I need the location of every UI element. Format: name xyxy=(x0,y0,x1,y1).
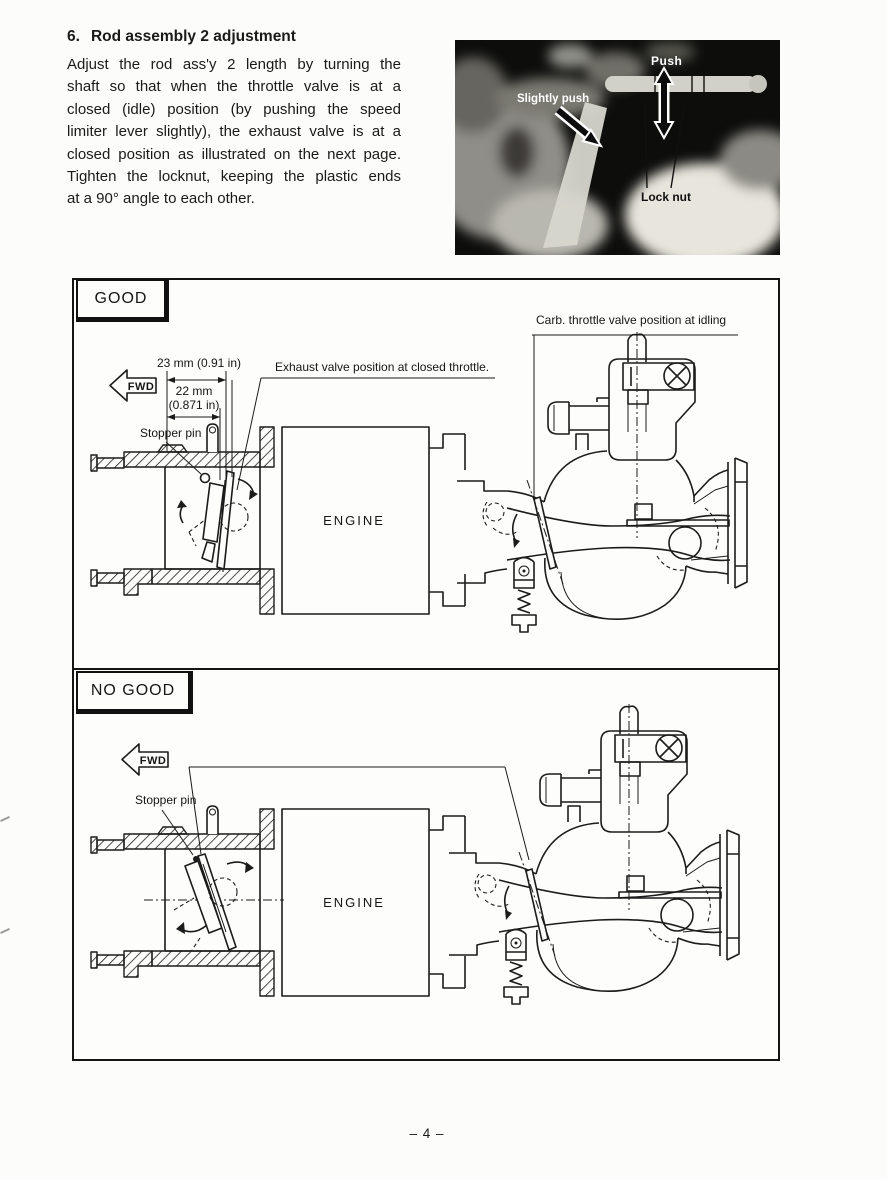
adjustment-photo: Push Slightly push Lock nut xyxy=(455,40,780,255)
good-stopper-pin-callout: Stopper pin xyxy=(140,426,201,475)
engine-label: ENGINE xyxy=(323,513,385,528)
section-body: Adjust the rod ass'y 2 length by turning… xyxy=(67,54,401,211)
body-line: closed position as illustrated on the ne… xyxy=(67,145,401,163)
body-line: closed (idle) position (by pushing the s… xyxy=(67,100,401,118)
slightly-push-label: Slightly push xyxy=(517,93,589,105)
lock-nut-label: Lock nut xyxy=(641,190,691,204)
carb-callout-label: Carb. throttle valve position at idling xyxy=(536,313,726,327)
good-carburetor-drawing xyxy=(456,331,748,633)
dimension-23mm: 23 mm (0.91 in) xyxy=(157,356,241,477)
slightly-push-arrow-icon xyxy=(554,105,604,148)
engine-label: ENGINE xyxy=(323,895,385,910)
stopper-pin-label: Stopper pin xyxy=(140,426,201,440)
no-good-fwd-arrow: FWD xyxy=(121,743,169,776)
body-line: at a 90° angle to each other. xyxy=(67,190,255,208)
dimension-22mm: 22 mm (0.871 in) xyxy=(167,384,221,480)
no-good-stopper-pin-callout: Stopper pin xyxy=(135,793,196,856)
fwd-label: FWD xyxy=(140,755,167,767)
no-good-exhaust-engine-drawing xyxy=(90,805,466,997)
good-exhaust-valve xyxy=(177,470,258,572)
no-good-leader-lines xyxy=(188,766,530,861)
page-number: – 4 – xyxy=(409,1126,445,1141)
dimension-23mm-label: 23 mm (0.91 in) xyxy=(157,356,241,370)
lock-nut-pointer-lines xyxy=(644,105,685,189)
good-panel: FWD 23 mm (0.91 in) 22 mm (0.871 in) xyxy=(74,280,778,670)
dimension-22mm-label-1: 22 mm xyxy=(176,384,213,398)
carb-throttle-callout: Carb. throttle valve position at idling xyxy=(532,313,738,500)
dimension-22mm-label-2: (0.871 in) xyxy=(169,398,220,412)
stopper-pin-circle xyxy=(199,472,211,484)
push-label: Push xyxy=(651,54,682,68)
good-label-box: GOOD xyxy=(76,279,169,322)
rod-shaft-shape xyxy=(605,75,767,93)
exhaust-valve-callout: Exhaust valve position at closed throttl… xyxy=(236,360,495,491)
no-good-carburetor-drawing xyxy=(448,703,740,1005)
section-number: 6. xyxy=(67,28,80,45)
body-line: Tighten the locknut, keeping the plastic… xyxy=(67,168,401,186)
stopper-pin-label: Stopper pin xyxy=(135,793,196,807)
body-line: Adjust the rod ass'y 2 length by turning… xyxy=(67,56,401,73)
good-label: GOOD xyxy=(94,290,148,307)
fwd-label: FWD xyxy=(128,381,155,393)
good-exhaust-engine-drawing xyxy=(90,423,466,615)
push-double-arrow-icon xyxy=(653,65,675,141)
margin-tick xyxy=(0,815,10,823)
good-fwd-arrow: FWD xyxy=(109,369,157,402)
no-good-panel: FWD Stopper pin ENGINE xyxy=(74,670,778,1059)
section-title: Rod assembly 2 adjustment xyxy=(90,28,296,45)
no-good-label-box: NO GOOD xyxy=(76,671,193,714)
diagram-box: FWD 23 mm (0.91 in) 22 mm (0.871 in) xyxy=(72,278,780,1061)
body-line: limiter lever slightly), the exhaust val… xyxy=(67,123,401,141)
exhaust-callout-label: Exhaust valve position at closed throttl… xyxy=(275,360,489,374)
stopper-pin-contact xyxy=(193,856,199,862)
body-line: shaft so that when the throttle valve is… xyxy=(67,78,401,96)
photo-machinery-blobs xyxy=(455,42,780,255)
margin-tick xyxy=(0,927,10,935)
no-good-label: NO GOOD xyxy=(90,682,176,699)
section-heading: 6. Rod assembly 2 adjustment xyxy=(67,28,296,46)
no-good-exhaust-valve xyxy=(144,853,284,951)
